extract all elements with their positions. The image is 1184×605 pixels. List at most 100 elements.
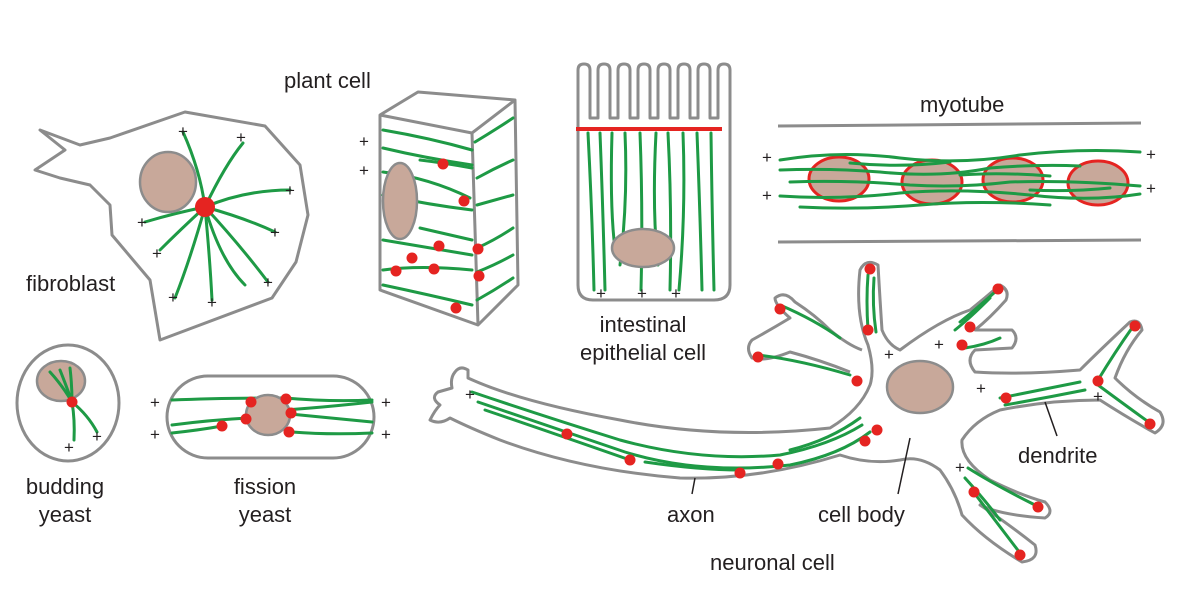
nucleation-site (285, 407, 297, 419)
neuron-nucleation-sites (561, 263, 1156, 561)
nucleation-site (871, 424, 883, 436)
neuron-membrane (428, 260, 1165, 564)
myotube-membrane-bottom (777, 238, 1142, 244)
fission-yeast-nucleation-sites (216, 393, 297, 438)
nucleation-site (280, 393, 292, 405)
plus-end: + (285, 181, 295, 200)
fission-label-line1: fission (234, 474, 296, 499)
fission-label-line2: yeast (239, 502, 292, 527)
nucleation-site (240, 413, 252, 425)
intestinal-epithelial-cell: + + + intestinal epithelial cell (576, 62, 732, 365)
nucleation-site (1032, 501, 1044, 513)
plus-end: + (270, 223, 280, 242)
myotube-membrane-top (777, 121, 1142, 128)
nucleation-site (473, 270, 485, 282)
plus-end: + (150, 393, 160, 412)
neuron-microtubules (470, 273, 1152, 555)
nucleation-site (1144, 418, 1156, 430)
nucleation-site (245, 396, 257, 408)
plus-end: + (64, 438, 74, 457)
plus-end: + (762, 186, 772, 205)
plus-end: + (137, 213, 147, 232)
cell-body-leader (897, 437, 911, 495)
myotube: myotube + + + + (762, 92, 1156, 244)
nucleation-site (1092, 375, 1104, 387)
plant-cell-nucleus (381, 161, 419, 241)
nucleation-site (859, 435, 871, 447)
nucleation-site (458, 195, 470, 207)
microvilli-outline (576, 62, 732, 130)
plant-cell-nucleation-sites (390, 158, 485, 314)
nucleation-site (774, 303, 786, 315)
fission-yeast: + + + + fission yeast (150, 374, 391, 527)
plus-end: + (976, 379, 986, 398)
nucleation-site (1129, 320, 1141, 332)
plus-end: + (236, 128, 246, 147)
fibroblast-cell: + + + + + + + + + fibroblast (26, 110, 310, 342)
fibroblast-plus-ends: + + + + + + + + + (137, 122, 295, 312)
plus-end: + (152, 244, 162, 263)
fibroblast-membrane (33, 110, 310, 342)
intestinal-nucleus (610, 227, 676, 269)
plus-end: + (1093, 387, 1103, 406)
nucleation-site (283, 426, 295, 438)
plus-end: + (465, 385, 475, 404)
neuron-nucleus (885, 359, 955, 415)
plus-end: + (168, 288, 178, 307)
budding-yeast-nucleus (35, 359, 87, 403)
nucleation-site (433, 240, 445, 252)
nucleation-site (390, 265, 402, 277)
nucleation-site (772, 458, 784, 470)
fibroblast-label: fibroblast (26, 271, 115, 296)
nucleation-site (561, 428, 573, 440)
nucleation-site (968, 486, 980, 498)
plus-end: + (637, 284, 647, 303)
plus-end: + (955, 458, 965, 477)
fibroblast-nucleus (138, 150, 198, 214)
plus-end: + (934, 335, 944, 354)
budding-yeast: + + budding yeast (15, 343, 121, 527)
nucleation-site (428, 263, 440, 275)
nucleation-site (992, 283, 1004, 295)
dendrite-label: dendrite (1018, 443, 1098, 468)
plus-end: + (1146, 145, 1156, 164)
nucleation-site (216, 420, 228, 432)
plus-end: + (381, 425, 391, 444)
budding-label-line2: yeast (39, 502, 92, 527)
axon-label: axon (667, 502, 715, 527)
plus-end: + (596, 284, 606, 303)
plus-end: + (92, 427, 102, 446)
plus-end: + (263, 273, 273, 292)
nucleation-site (1000, 392, 1012, 404)
nucleation-site (624, 454, 636, 466)
nucleation-site (734, 467, 746, 479)
plus-end: + (150, 425, 160, 444)
cell-body-label: cell body (818, 502, 905, 527)
spindle-pole-body (66, 396, 78, 408)
neuronal-cell: + + + + + + dendrite axon cell body neur… (428, 260, 1165, 575)
dendrite-leader (1044, 401, 1058, 437)
nucleation-site (862, 324, 874, 336)
plus-end: + (1146, 179, 1156, 198)
nucleation-site (472, 243, 484, 255)
plus-end: + (381, 393, 391, 412)
plus-end: + (178, 122, 188, 141)
myotube-microtubules (778, 149, 1142, 210)
nucleation-site (964, 321, 976, 333)
plus-end: + (207, 293, 217, 312)
axon-leader (691, 477, 696, 495)
nucleation-site (956, 339, 968, 351)
intestinal-label-line2: epithelial cell (580, 340, 706, 365)
plant-cell: plant cell (284, 68, 520, 327)
plant-cell-label: plant cell (284, 68, 371, 93)
myotube-nucleus (900, 158, 964, 206)
leader-lines (691, 401, 1058, 495)
nucleation-site (450, 302, 462, 314)
nucleation-site (851, 375, 863, 387)
plus-end: + (762, 148, 772, 167)
plus-end: + (671, 284, 681, 303)
neuron-plus-ends: + + + + + + (465, 335, 1103, 477)
plus-end: + (359, 132, 369, 151)
fibroblast-centrosome (195, 197, 215, 217)
